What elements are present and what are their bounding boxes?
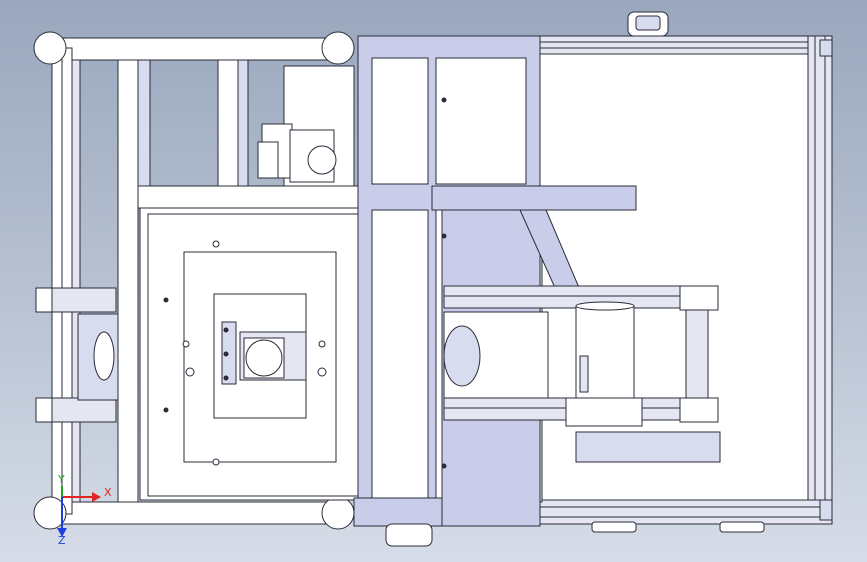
motor-plate[interactable] [185,293,327,419]
cylinder-gripper[interactable] [565,301,721,463]
left-slide-rails[interactable] [35,287,119,423]
crossbar[interactable] [431,185,637,291]
coordinate-triad [57,486,101,537]
z-axis-label: Z [58,534,66,547]
front-upright-frame[interactable] [353,35,541,527]
bottom-clamps[interactable] [385,521,765,547]
top-handle[interactable] [627,11,669,37]
y-axis-label: Y [58,473,65,486]
x-axis-label: X [104,486,112,499]
